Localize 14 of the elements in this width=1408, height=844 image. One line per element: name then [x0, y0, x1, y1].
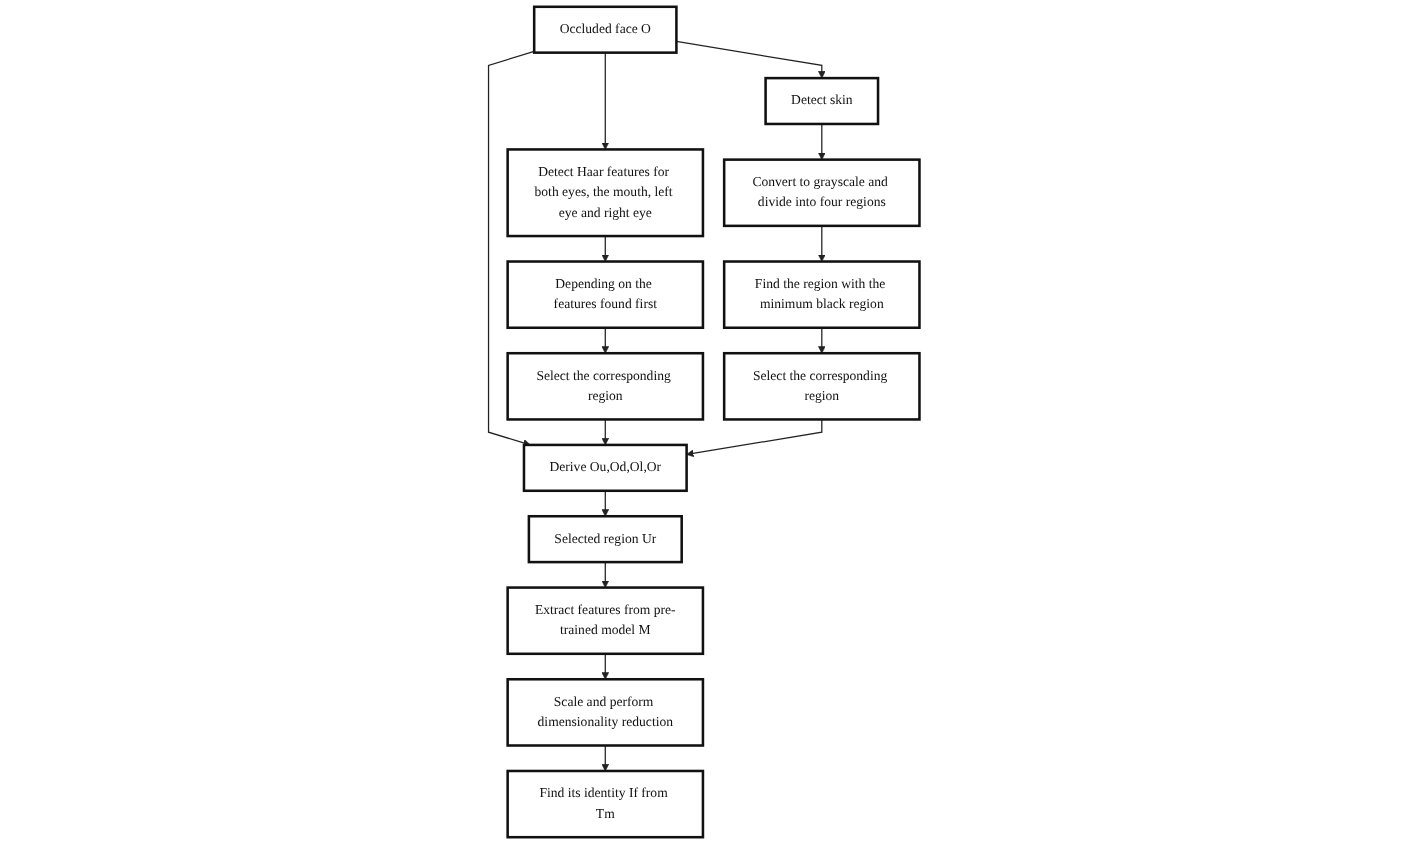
- arrow: [601, 52, 610, 150]
- arrow: [487, 50, 535, 447]
- arrow: [601, 327, 610, 354]
- arrow: [601, 744, 610, 772]
- arrow: [601, 235, 610, 262]
- arrow: [675, 40, 826, 79]
- arrow: [601, 653, 610, 680]
- arrow: [686, 418, 823, 458]
- arrow: [601, 561, 610, 588]
- arrow: [601, 490, 610, 517]
- arrow: [818, 123, 826, 160]
- arrow: [818, 225, 826, 262]
- arrow: [818, 327, 826, 354]
- arrow: [601, 418, 610, 446]
